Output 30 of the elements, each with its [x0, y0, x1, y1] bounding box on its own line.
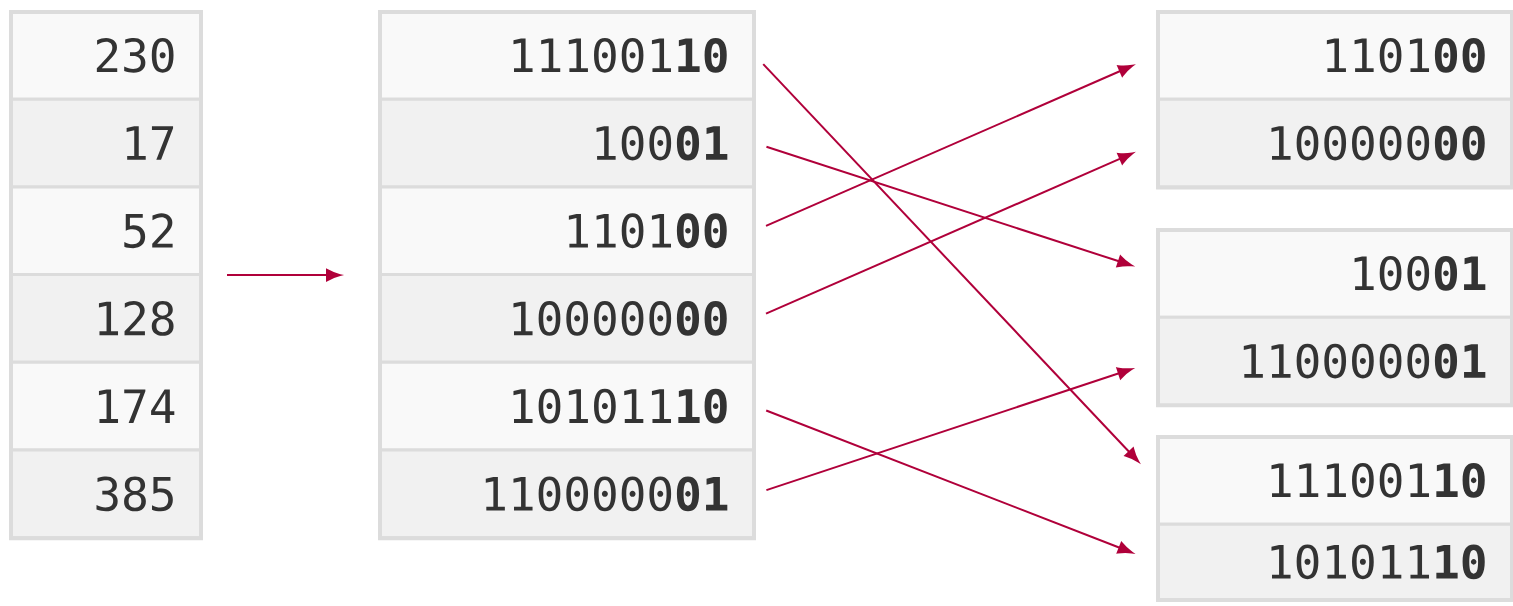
table-cell: 174	[9, 360, 202, 452]
table-cell: 10101110	[1156, 522, 1513, 601]
table-cell: 110000001	[1156, 315, 1513, 407]
arrow	[765, 145, 1133, 268]
arrow	[765, 152, 1134, 315]
table-cell: 385	[9, 448, 202, 540]
table-frame	[9, 10, 203, 541]
table-cell: 10101110	[378, 360, 755, 452]
arrow	[226, 268, 342, 282]
table-cell: 10000000	[378, 273, 755, 364]
arrow	[765, 64, 1134, 227]
table-cell: 10000000	[1156, 97, 1513, 189]
table-frame	[1156, 10, 1513, 190]
table-frame	[1156, 228, 1513, 408]
table-cell: 52	[9, 185, 202, 277]
table-cell: 10001	[1156, 228, 1513, 319]
table-cell: 10001	[378, 97, 755, 189]
table-cell: 11100110	[378, 10, 755, 101]
table-cell: 230	[9, 10, 202, 101]
arrow	[765, 367, 1133, 492]
table-frame	[378, 10, 756, 541]
table-cell: 128	[9, 273, 202, 364]
arrow	[765, 409, 1133, 554]
table-cell: 11100110	[1156, 435, 1513, 526]
arrow	[762, 63, 1140, 463]
table-cell: 110000001	[378, 448, 755, 540]
table-frame	[1156, 435, 1513, 602]
table-cell: 110100	[378, 185, 755, 277]
table-cell: 110100	[1156, 10, 1513, 101]
table-cell: 17	[9, 97, 202, 189]
